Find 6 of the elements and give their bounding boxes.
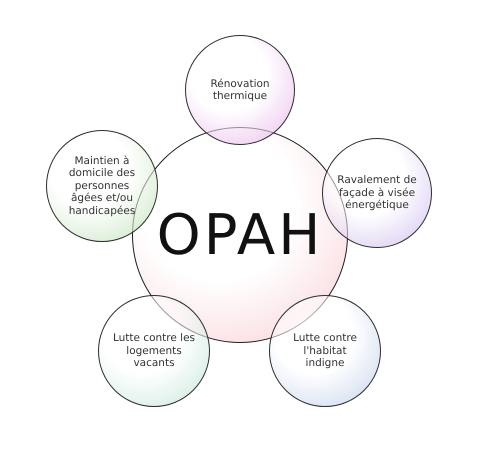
node-label: Ravalement de façade à visée énergétique (337, 174, 417, 212)
node-label: Lutte contre l'habitat indigne (292, 332, 358, 370)
node-label: Maintien à domicile des personnes âgées et/ou handicapées (68, 154, 136, 218)
title-text: OPAH (156, 202, 324, 268)
node-label: Rénovation thermique (209, 78, 271, 102)
node-label: Lutte contre les logements vacants (112, 332, 196, 370)
